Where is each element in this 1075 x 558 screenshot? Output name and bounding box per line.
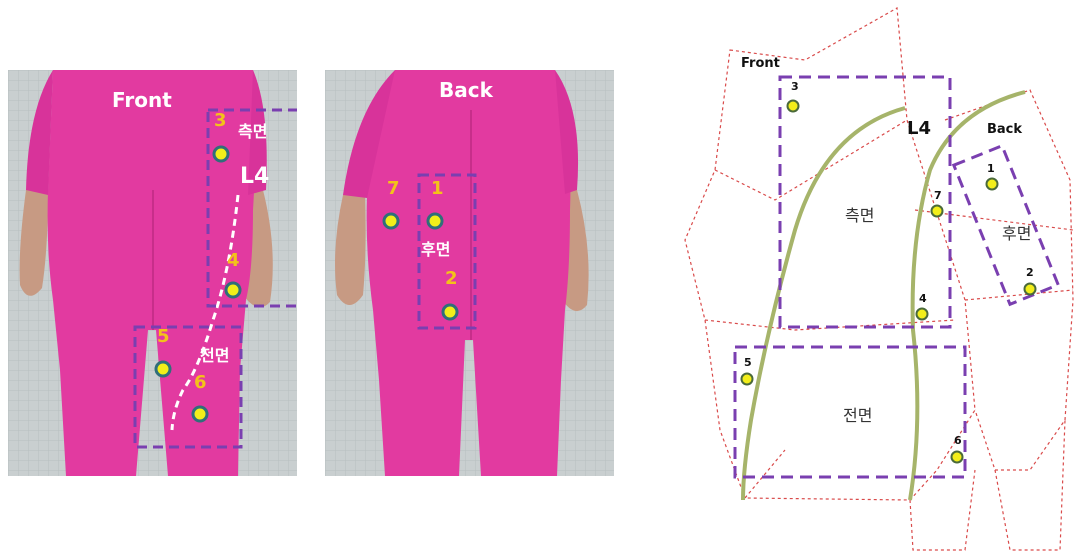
pattern-point-4-label: 4: [919, 292, 927, 305]
pattern-back-label: Back: [987, 122, 1022, 137]
point-4-label: 4: [227, 250, 240, 271]
point-1-label: 1: [431, 178, 444, 199]
pattern-point-7-label: 7: [934, 189, 942, 202]
pattern-front-label: Front: [741, 56, 780, 71]
pattern-point-5-label: 5: [744, 356, 752, 369]
pattern-point-6-label: 6: [954, 434, 962, 447]
pattern-point-1-label: 1: [987, 162, 995, 175]
back-view-photo: Back 후면 7 1 2: [325, 70, 614, 476]
point-6-label: 6: [194, 372, 207, 393]
pattern-back-region-label: 후면: [1002, 220, 1031, 244]
l4-line-label: L4: [240, 164, 269, 189]
pattern-side-region-label: 측면: [845, 202, 874, 226]
back-view-label: Back: [439, 78, 493, 102]
pattern-point-3-label: 3: [791, 80, 799, 93]
pattern-front-region-label: 전면: [843, 402, 872, 426]
pattern-l4-label: L4: [907, 118, 931, 139]
point-5-label: 5: [157, 326, 170, 347]
side-region-label: 측면: [238, 118, 267, 142]
front-region-label: 전면: [200, 342, 229, 366]
back-region-label: 후면: [421, 236, 450, 260]
pattern-point-2-label: 2: [1026, 266, 1034, 279]
point-7-label: 7: [387, 178, 400, 199]
front-view-photo: Front L4 측면 전면 3 4 5 6: [8, 70, 297, 476]
front-view-label: Front: [112, 88, 172, 112]
point-3-label: 3: [214, 110, 227, 131]
point-2-label: 2: [445, 268, 458, 289]
pattern-pieces: [675, 0, 1075, 558]
back-body-figure: [325, 70, 614, 476]
pattern-diagram: Front Back L4 측면 후면 전면 3 1 7 2 4 5 6: [675, 0, 1075, 558]
